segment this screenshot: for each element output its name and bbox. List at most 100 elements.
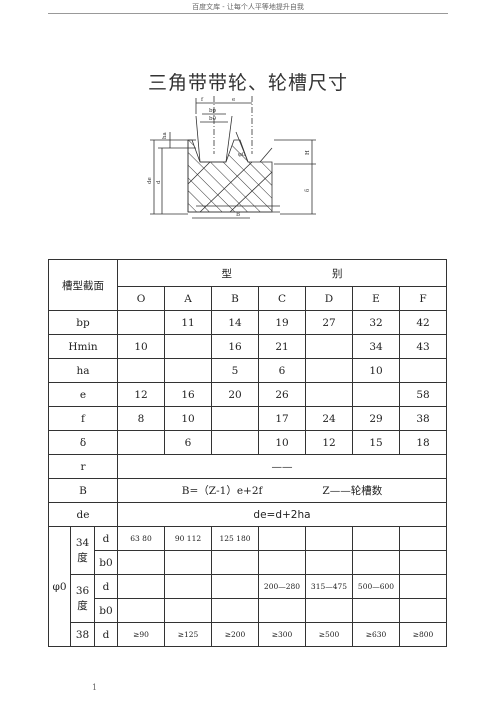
- cell: ≥500: [305, 622, 353, 647]
- cell: 90 112: [164, 526, 212, 551]
- fig-label-e: e: [232, 97, 235, 103]
- cell: 19: [258, 310, 306, 335]
- pulley-groove-diagram: f e bp b0 ha φ0 de d H δ B: [147, 96, 316, 219]
- cell: 29: [352, 406, 400, 431]
- cell: 32: [352, 310, 400, 335]
- cell: 15: [352, 430, 400, 455]
- cell: 10: [352, 358, 400, 383]
- cell: 42: [399, 310, 447, 335]
- fig-label-bp: bp: [209, 108, 217, 114]
- cell: [211, 406, 259, 431]
- cell: [399, 550, 447, 575]
- cell: [164, 598, 212, 623]
- B-formula: B=（Z-1）e+2f: [181, 485, 263, 497]
- cell: [117, 598, 165, 623]
- table-row: e 12 16 20 26 58: [48, 382, 447, 407]
- cell: [352, 382, 400, 407]
- cell: [211, 574, 259, 599]
- row-label: f: [48, 406, 118, 431]
- cell: 6: [164, 430, 212, 455]
- cell: 6: [258, 358, 306, 383]
- cell: [117, 310, 165, 335]
- fig-label-phi0: φ0: [238, 152, 246, 158]
- row-label: B: [48, 478, 118, 503]
- groove-dimension-table: 槽型截面 型别 O A B C D E F bp 11 14 19 27 32 …: [48, 259, 447, 647]
- type-group-left: 型: [221, 267, 233, 280]
- row-label: ha: [48, 358, 118, 383]
- cell: 20: [211, 382, 259, 407]
- table-row-phi36-b0: b0: [49, 598, 447, 623]
- cell: [352, 598, 400, 623]
- phi0-label: φ0: [48, 526, 71, 647]
- cell: 16: [211, 334, 259, 359]
- cell: 10: [117, 334, 165, 359]
- col-header: O: [117, 286, 165, 311]
- row-label: bp: [48, 310, 118, 335]
- cell: 38: [399, 406, 447, 431]
- sub-label-d: d: [94, 526, 118, 551]
- cell: [305, 358, 353, 383]
- sub-label-d: d: [94, 622, 118, 647]
- type-group-right: 别: [332, 267, 343, 280]
- sub-label-b0: b0: [94, 598, 118, 623]
- cell: 10: [164, 406, 212, 431]
- cell: 10: [258, 430, 306, 455]
- deg34-label: 34 度: [70, 526, 95, 575]
- cell: 43: [399, 334, 447, 359]
- cell: 16: [164, 382, 212, 407]
- cell: 17: [258, 406, 306, 431]
- cell: [399, 358, 447, 383]
- page-title: 三角带带轮、轮槽尺寸: [147, 72, 348, 94]
- cell: [258, 526, 306, 551]
- cell: [164, 358, 212, 383]
- cell: 24: [305, 406, 353, 431]
- table-row-r: r ——: [48, 454, 447, 479]
- cell: [258, 598, 306, 623]
- fig-label-delta: δ: [305, 188, 311, 192]
- cell: [399, 526, 447, 551]
- table-row-phi34-d: φ0 34 度 d 63 80 90 112 125 180: [48, 526, 447, 647]
- cell: [258, 550, 306, 575]
- cell: 63 80: [117, 526, 165, 551]
- deg36-label: 36 度: [70, 574, 95, 623]
- header-rule: [48, 13, 448, 14]
- de-formula: de=d+2ha: [117, 502, 447, 527]
- cell: [305, 526, 353, 551]
- cell: [305, 382, 353, 407]
- cell: 500—600: [352, 574, 400, 599]
- fig-label-H: H: [305, 150, 311, 155]
- fig-label-de: de: [147, 177, 153, 184]
- cell: 27: [305, 310, 353, 335]
- cell: [164, 574, 212, 599]
- table-row: ha 5 6 10: [48, 358, 447, 383]
- page-number: 1: [92, 683, 98, 692]
- cell: [117, 430, 165, 455]
- corner-header: 槽型截面: [48, 259, 118, 311]
- cell: [305, 550, 353, 575]
- table-row-phi36-d: 36 度 d 200—280 315—475 500—600: [49, 574, 447, 623]
- cell: [399, 574, 447, 599]
- cell: ≥630: [352, 622, 400, 647]
- cell: 11: [164, 310, 212, 335]
- cell: 8: [117, 406, 165, 431]
- cell: ≥800: [399, 622, 447, 647]
- cell: [399, 598, 447, 623]
- cell: [352, 550, 400, 575]
- table-row: bp 11 14 19 27 32 42: [48, 310, 447, 335]
- page-header: 百度文库 - 让每个人平等地提升自我: [192, 3, 304, 11]
- row-label: Hmin: [48, 334, 118, 359]
- cell: [164, 334, 212, 359]
- row-label: e: [48, 382, 118, 407]
- cell: 315—475: [305, 574, 353, 599]
- table-row-phi34-b0: b0: [49, 550, 447, 575]
- cell: 12: [305, 430, 353, 455]
- cell: ≥300: [258, 622, 306, 647]
- cell: [352, 526, 400, 551]
- cell: [117, 358, 165, 383]
- cell: 34: [352, 334, 400, 359]
- table-row: Hmin 10 16 21 34 43: [48, 334, 447, 359]
- col-header: C: [258, 286, 306, 311]
- row-label: de: [48, 502, 118, 527]
- cell: [211, 550, 259, 575]
